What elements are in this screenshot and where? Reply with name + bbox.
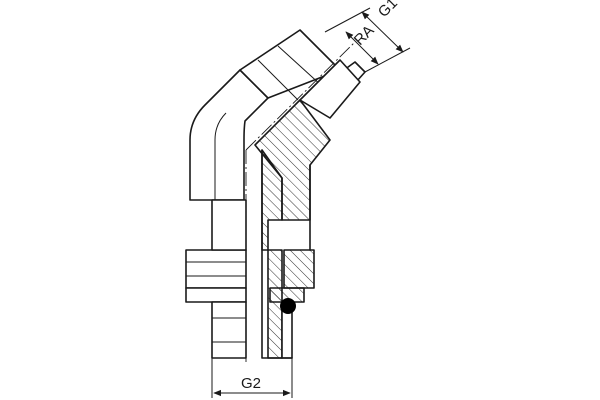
section-locknut <box>283 249 315 289</box>
lower-hex <box>185 249 247 289</box>
elbow-body <box>189 69 269 201</box>
dimension-ra: RA <box>345 22 379 65</box>
stem <box>211 199 247 251</box>
oring <box>280 298 296 314</box>
label-g1: G1 <box>375 0 401 21</box>
label-g2: G2 <box>241 375 261 392</box>
angled-centerline <box>245 41 356 151</box>
dimension-g2: G2 <box>211 358 293 398</box>
section-lower-thread <box>267 249 283 359</box>
washer <box>185 287 247 303</box>
label-ra: RA <box>351 22 378 49</box>
section-upper-bore <box>299 59 361 119</box>
elbow-external-view <box>185 29 366 359</box>
elbow-section-view <box>254 59 361 359</box>
bottom-thread <box>211 301 247 359</box>
